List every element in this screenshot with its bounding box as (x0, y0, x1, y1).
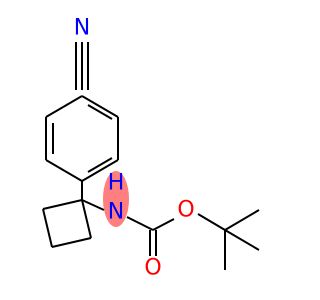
cyclobutane-ring (42, 199, 92, 248)
nh-highlight (103, 171, 129, 227)
tert-butyl-group (224, 209, 260, 270)
carbonyl-ester-o-bond (152, 218, 175, 231)
benzene-ring (45, 95, 119, 182)
amide-h-label: H (108, 171, 125, 196)
nitrile-bond (75, 42, 89, 90)
carbonyl-o-label: O (144, 256, 161, 281)
carbonyl-double-bond (149, 230, 157, 256)
molecule-diagram: N H N O O (42, 16, 260, 281)
ester-o-tbutyl-bond (197, 213, 226, 231)
ester-o-label: O (177, 198, 194, 223)
nitrile-n-label: N (74, 16, 90, 41)
structure-svg: N H N O O (42, 16, 260, 281)
n-carbonyl-bond (126, 216, 154, 231)
amide-n-label: N (108, 200, 124, 225)
c-n-bond (81, 199, 105, 211)
